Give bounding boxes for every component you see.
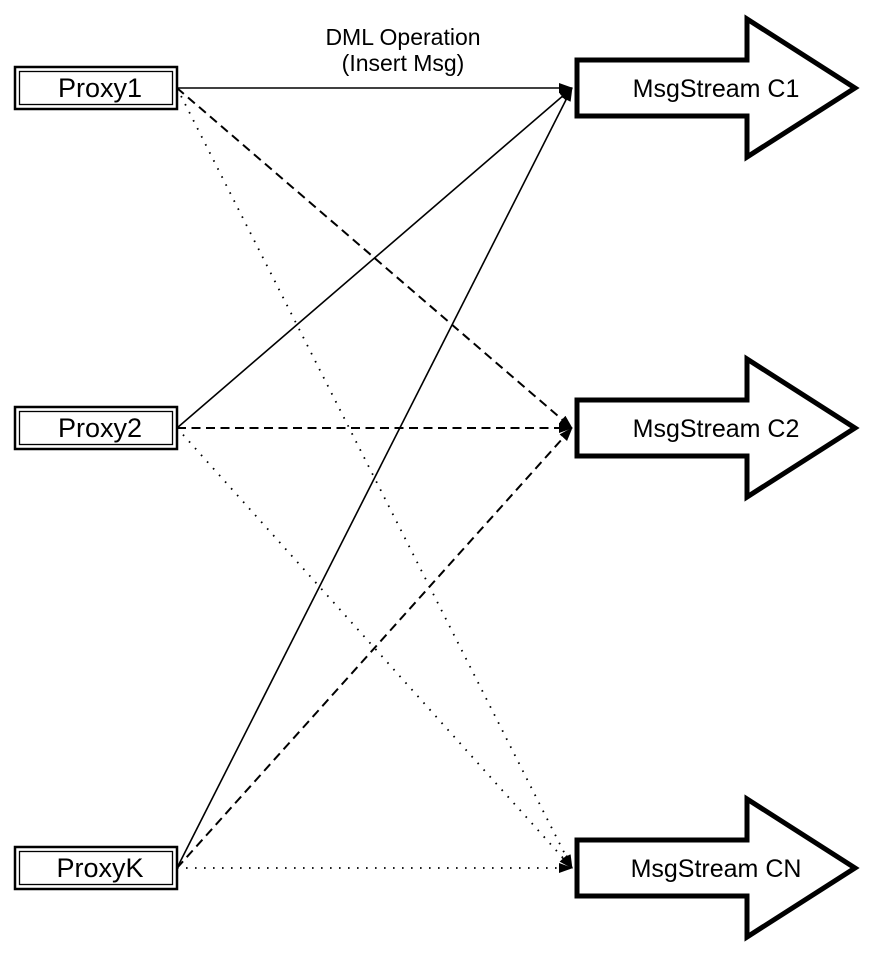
proxy-box-outer-border — [13, 65, 179, 111]
proxy-node-proxy2: Proxy2 — [13, 405, 179, 451]
proxy-label: Proxy1 — [58, 73, 142, 103]
proxy-node-proxy1: Proxy1 — [13, 65, 179, 111]
proxy-box-outer-border — [13, 845, 179, 891]
msgstream-node-c1: MsgStream C1 — [574, 14, 860, 162]
big-arrow-shape — [574, 14, 860, 162]
big-arrow-shape — [574, 354, 860, 502]
diagram-title-line2: (Insert Msg) — [342, 50, 465, 76]
connection-lines — [176, 83, 573, 873]
msgstream-node-cn: MsgStream CN — [574, 794, 860, 942]
edge-proxyk-to-c1-solid — [176, 87, 573, 869]
msgstream-label: MsgStream C2 — [633, 415, 800, 443]
edge-proxy2-to-c1-solid — [176, 87, 573, 429]
proxy-label: Proxy2 — [58, 413, 142, 443]
proxy-box-inner-border — [18, 70, 174, 106]
msgstream-node-c2: MsgStream C2 — [574, 354, 860, 502]
proxy-box-outer-border — [13, 405, 179, 451]
diagram-title-line1: DML Operation — [325, 24, 480, 50]
proxy-label: ProxyK — [56, 853, 143, 883]
proxy-node-proxyk: ProxyK — [13, 845, 179, 891]
edge-proxyk-to-c2-dashed — [176, 427, 573, 869]
proxy-box-inner-border — [18, 850, 174, 886]
big-arrow-shape — [574, 794, 860, 942]
proxy-box-inner-border — [18, 410, 174, 446]
msgstream-label: MsgStream CN — [631, 855, 802, 883]
msgstream-label: MsgStream C1 — [633, 75, 800, 103]
